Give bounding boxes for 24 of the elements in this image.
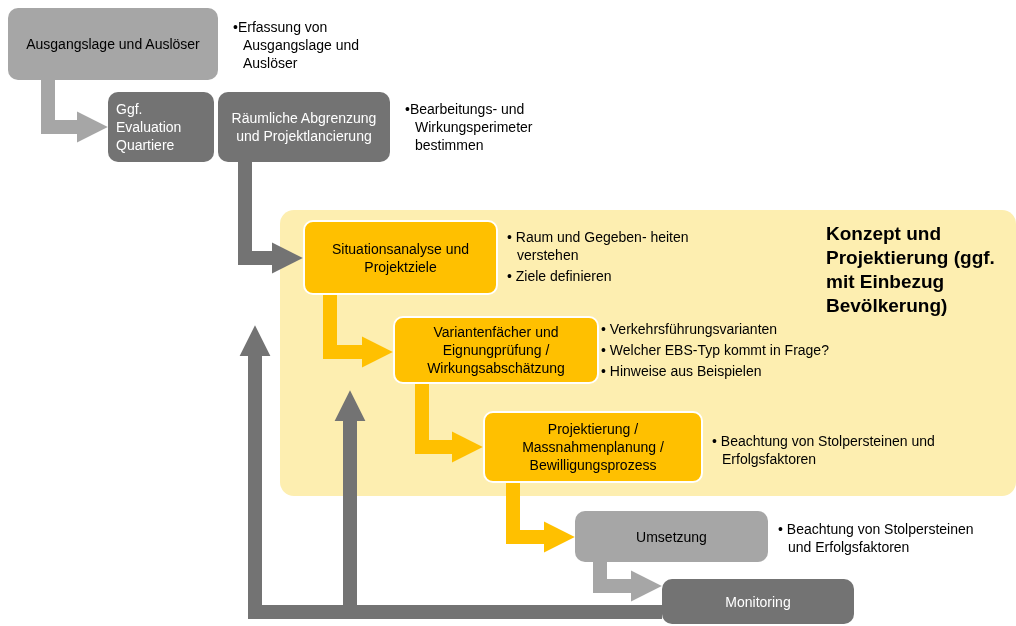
bullet-note: • Beachtung von Stolpersteinen und Erfolgsfaktoren <box>778 520 975 556</box>
process-box: Umsetzung <box>575 511 768 562</box>
bullet-note: •Bearbeitungs- und Wirkungsperimeter bestimmen <box>405 100 534 154</box>
arrow <box>323 295 393 368</box>
bullet-note: • Ziele definieren <box>507 267 613 285</box>
bullet-note: • Beachtung von Stolpersteinen und Erfolgsfaktoren <box>712 432 936 468</box>
bullet-note: • Raum und Gegeben- heiten verstehen <box>507 228 690 264</box>
panel-heading: Konzept und Projektierung (ggf. mit Einbezug Bevölkerung) <box>826 222 996 318</box>
arrow <box>238 162 303 274</box>
arrow <box>415 384 483 463</box>
arrow <box>593 562 662 602</box>
process-box: Ggf. Evaluation Quartiere <box>108 92 214 162</box>
bullet-note: •Erfassung von Ausgangslage und Auslöser <box>233 18 360 72</box>
phase-panel <box>280 210 1016 496</box>
arrow <box>506 483 575 553</box>
process-box: Variantenfächer und Eignungprüfung / Wirkungsabschätzung <box>393 316 599 384</box>
process-box: Ausgangslage und Auslöser <box>8 8 218 80</box>
bullet-note: • Welcher EBS-Typ kommt in Frage? <box>601 341 830 359</box>
bullet-note: • Hinweise aus Beispielen <box>601 362 763 380</box>
bullet-note: • Verkehrsführungsvarianten <box>601 320 779 338</box>
process-box: Räumliche Abgrenzung und Projektlancierung <box>218 92 390 162</box>
process-box: Situationsanalyse und Projektziele <box>303 220 498 295</box>
process-box: Monitoring <box>662 579 854 624</box>
process-box: Projektierung / Massnahmenplanung / Bewilligungsprozess <box>483 411 703 483</box>
